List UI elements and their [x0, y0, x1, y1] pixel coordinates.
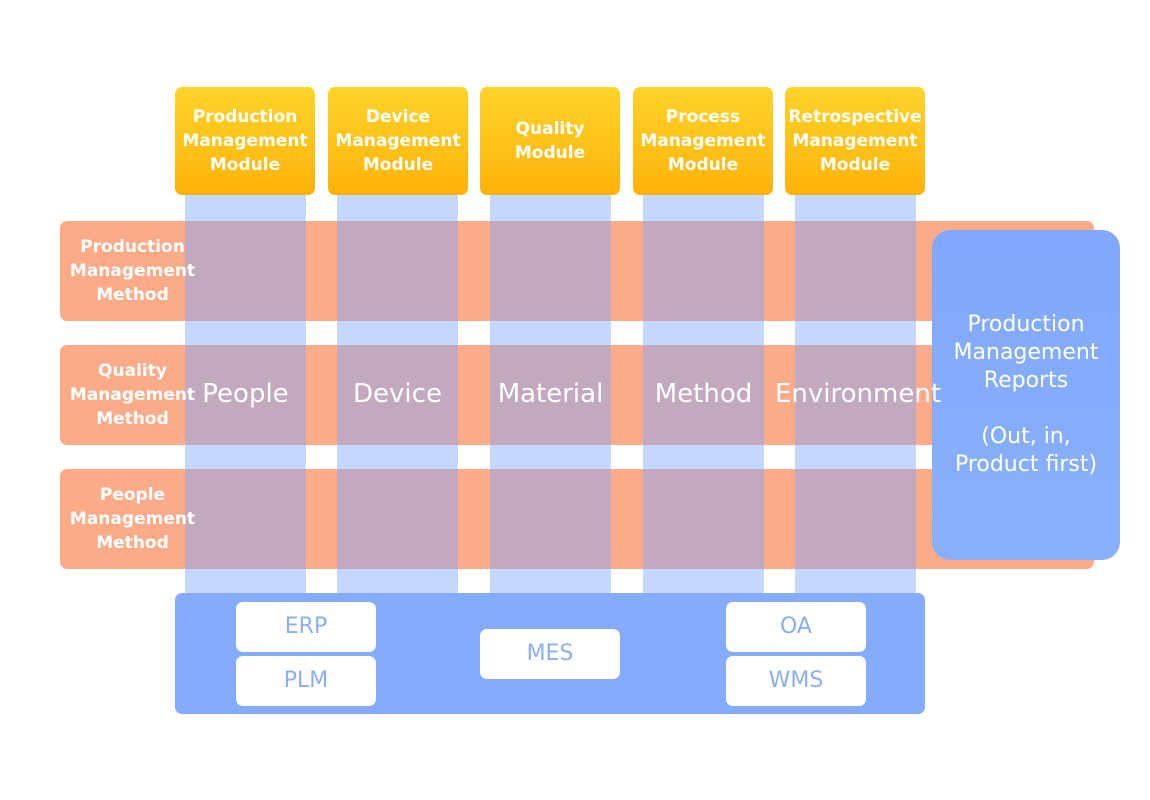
- module-process-management: Process Management Module: [633, 87, 773, 195]
- module-line: Module: [362, 155, 434, 175]
- band-quality-management-method: [60, 345, 1094, 445]
- system-oa: OA: [726, 602, 866, 652]
- module-line: Management: [792, 131, 918, 151]
- factor-label-environment: Environment: [775, 379, 942, 409]
- module-line: Module: [819, 155, 891, 175]
- module-line: Process: [665, 107, 741, 127]
- method-label-production: Production Management Method: [60, 221, 205, 321]
- module-quality: Quality Module: [480, 87, 620, 195]
- system-wms: WMS: [726, 656, 866, 706]
- module-line: Module: [514, 143, 586, 163]
- method-line: Management: [69, 509, 196, 529]
- module-line: Device: [365, 107, 431, 127]
- column-environment: [795, 195, 916, 595]
- module-line: Quality: [515, 119, 585, 139]
- method-line: Production: [80, 237, 185, 257]
- column-people: [185, 195, 306, 595]
- method-line: People: [99, 485, 166, 505]
- system-erp: ERP: [236, 602, 376, 652]
- reports-note-line: (Out, in,: [981, 424, 1071, 449]
- method-line: Quality: [98, 361, 167, 381]
- module-line: Module: [209, 155, 281, 175]
- factor-label-method: Method: [654, 379, 753, 409]
- system-plm: PLM: [236, 656, 376, 706]
- module-device-management: Device Management Module: [328, 87, 468, 195]
- module-line: Management: [335, 131, 461, 151]
- column-device: [337, 195, 458, 595]
- method-line: Method: [96, 409, 169, 429]
- method-line: Method: [96, 533, 169, 553]
- column-material: [490, 195, 611, 595]
- factor-label-material: Material: [497, 379, 604, 409]
- reports-title-line: Production: [967, 312, 1085, 337]
- reports-title-line: Management: [953, 340, 1099, 365]
- reports-title-line: Reports: [983, 368, 1069, 393]
- method-line: Management: [69, 261, 196, 281]
- column-method: [643, 195, 764, 595]
- factor-label-people: People: [202, 379, 289, 409]
- module-line: Management: [182, 131, 308, 151]
- method-label-people: People Management Method: [60, 469, 205, 569]
- production-management-reports-panel: Production Management Reports (Out, in, …: [932, 230, 1120, 560]
- module-retrospective-management: Retrospective Management Module: [785, 87, 925, 195]
- factor-label-device: Device: [353, 379, 442, 409]
- method-line: Management: [69, 385, 196, 405]
- band-production-management-method: [60, 221, 1094, 321]
- system-mes: MES: [480, 629, 620, 679]
- method-label-quality: Quality Management Method: [60, 345, 205, 445]
- method-line: Method: [96, 285, 169, 305]
- module-line: Management: [640, 131, 766, 151]
- module-line: Module: [667, 155, 739, 175]
- module-line: Retrospective: [788, 107, 922, 127]
- band-people-management-method: [60, 469, 1094, 569]
- module-line: Production: [192, 107, 298, 127]
- reports-note-line: Product first): [954, 452, 1098, 477]
- module-production-management: Production Management Module: [175, 87, 315, 195]
